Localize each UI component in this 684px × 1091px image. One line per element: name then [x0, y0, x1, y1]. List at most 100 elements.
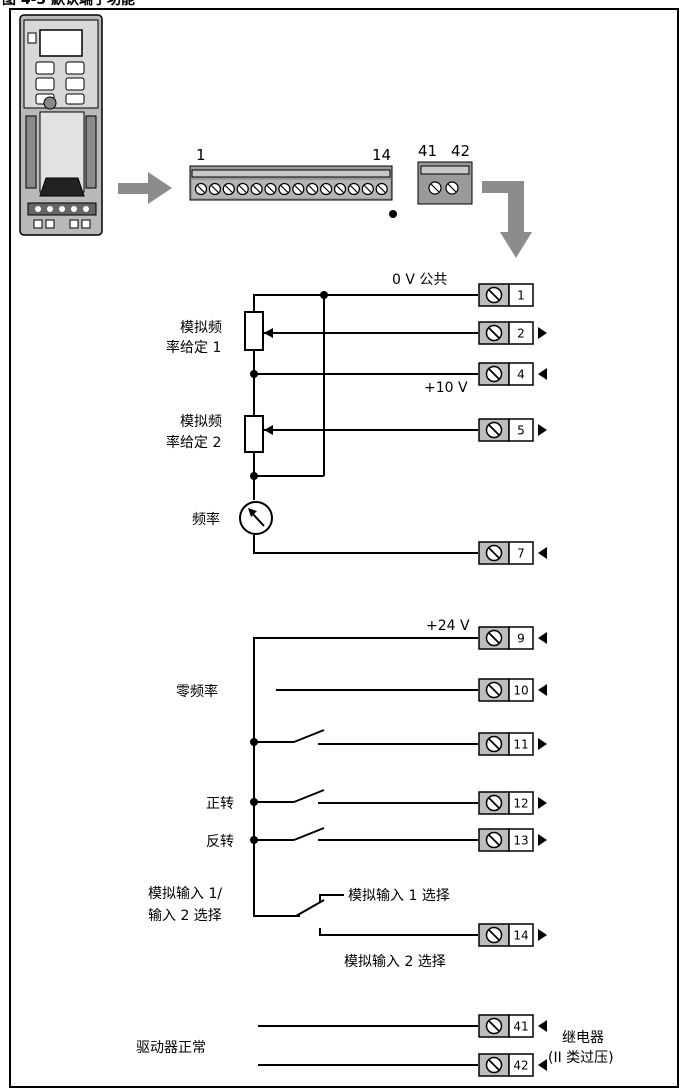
terminal-screw-icon — [485, 629, 503, 647]
block-screw — [361, 182, 374, 196]
terminal-number: 14 — [513, 929, 528, 943]
block-screw — [320, 182, 333, 196]
terminal-screw-icon — [485, 1056, 503, 1074]
block-screw — [236, 182, 249, 196]
terminal-5: 5 — [478, 418, 547, 442]
input-arrow-icon — [538, 1020, 547, 1032]
terminal-4: 4 — [478, 362, 547, 386]
terminal-screw-icon — [485, 681, 503, 699]
terminal-7: 7 — [478, 541, 547, 565]
terminal-block-1-14 — [189, 165, 393, 201]
label-analog-input-1-select: 模拟输入 1 选择 — [348, 888, 450, 904]
label-0v-common: 0 V 公共 — [392, 272, 447, 288]
header-terminal-42: 42 — [451, 142, 470, 160]
label-analog-input-2-select: 模拟输入 2 选择 — [344, 954, 446, 970]
input-arrow-icon — [538, 1059, 547, 1071]
input-arrow-icon — [538, 368, 547, 380]
input-arrow-icon — [538, 547, 547, 559]
block-screw — [306, 182, 319, 196]
terminal-9: 9 — [478, 626, 547, 650]
terminal-number: 9 — [517, 632, 525, 646]
terminal-41: 41 — [478, 1014, 547, 1038]
label-relay-a: 继电器 — [562, 1030, 604, 1046]
terminal-number: 41 — [513, 1020, 528, 1034]
block-screw — [292, 182, 305, 196]
terminal-number: 11 — [513, 738, 528, 752]
label-drive-ok: 驱动器正常 — [136, 1040, 206, 1056]
terminal-14: 14 — [478, 923, 547, 947]
terminal-1: 1 — [478, 283, 534, 307]
terminal-screw-icon — [485, 324, 503, 342]
analog-wiring — [253, 294, 478, 554]
output-arrow-icon — [538, 929, 547, 941]
label-analog-ref-2-b: 率给定 2 — [166, 434, 221, 451]
output-arrow-icon — [538, 797, 547, 809]
terminal-number: 10 — [513, 684, 528, 698]
output-arrow-icon — [538, 738, 547, 750]
output-arrow-icon — [538, 327, 547, 339]
label-analog-ref-2-a: 模拟频 — [180, 414, 222, 430]
gray-arrow-right — [118, 172, 172, 204]
label-analog-ref-1-a: 模拟频 — [180, 320, 222, 336]
block-screw — [278, 182, 291, 196]
relay-block-41-42 — [417, 161, 473, 205]
terminal-screw-icon — [485, 1017, 503, 1035]
label-forward: 正转 — [206, 796, 234, 812]
block-screw — [347, 182, 360, 196]
terminal-14-dot — [389, 210, 397, 218]
block-screw — [222, 182, 235, 196]
digital-wiring — [253, 637, 478, 1066]
block-screw — [194, 182, 208, 196]
terminal-13: 13 — [478, 828, 547, 852]
block-screw — [250, 182, 263, 196]
terminal-number: 13 — [513, 834, 528, 848]
terminal-2: 2 — [478, 321, 547, 345]
potentiometer-1 — [244, 311, 273, 351]
label-frequency: 频率 — [192, 511, 220, 528]
terminal-number: 7 — [517, 547, 525, 561]
header-terminal-14: 14 — [372, 146, 391, 164]
terminal-number: 1 — [517, 289, 525, 303]
label-plus-24v: +24 V — [426, 618, 470, 634]
terminal-number: 2 — [517, 327, 525, 341]
digital-junction-dots — [250, 738, 258, 844]
header-terminal-1: 1 — [196, 146, 206, 164]
drive-illustration — [19, 14, 103, 236]
label-plus-10v: +10 V — [424, 380, 468, 396]
terminal-12: 12 — [478, 791, 547, 815]
terminal-screw-icon — [485, 544, 503, 562]
terminal-number: 12 — [513, 797, 528, 811]
gray-arrow-down — [482, 181, 532, 258]
input-arrow-icon — [538, 632, 547, 644]
terminal-screw-icon — [485, 794, 503, 812]
output-arrow-icon — [538, 834, 547, 846]
figure-title: 图 4-3 默认端子功能 — [2, 0, 135, 8]
block-screw — [375, 182, 388, 196]
block-screw — [264, 182, 277, 196]
label-zero-frequency: 零频率 — [176, 683, 218, 700]
label-analog-ref-1-b: 率给定 1 — [166, 339, 221, 356]
label-reverse: 反转 — [206, 834, 234, 850]
terminal-screw-icon — [485, 421, 503, 439]
terminal-number: 5 — [517, 424, 525, 438]
terminal-number: 4 — [517, 368, 525, 382]
label-analog-select-a: 模拟输入 1/ — [148, 886, 222, 902]
terminal-screw-icon — [485, 365, 503, 383]
terminal-number: 42 — [513, 1059, 528, 1073]
block-screw — [333, 182, 347, 196]
terminal-10: 10 — [478, 678, 547, 702]
terminal-11: 11 — [478, 732, 547, 756]
frequency-meter-icon — [239, 501, 273, 535]
block-screw — [208, 182, 221, 196]
terminal-screw-icon — [485, 926, 503, 944]
potentiometer-2 — [244, 415, 273, 453]
terminal-screw-icon — [485, 831, 503, 849]
output-arrow-icon — [538, 424, 547, 436]
junction-dots — [250, 291, 328, 480]
terminal-screw-icon — [485, 735, 503, 753]
terminal-42: 42 — [478, 1053, 547, 1077]
label-relay-b: (II 类过压) — [548, 1050, 614, 1066]
header-terminal-41: 41 — [418, 142, 437, 160]
